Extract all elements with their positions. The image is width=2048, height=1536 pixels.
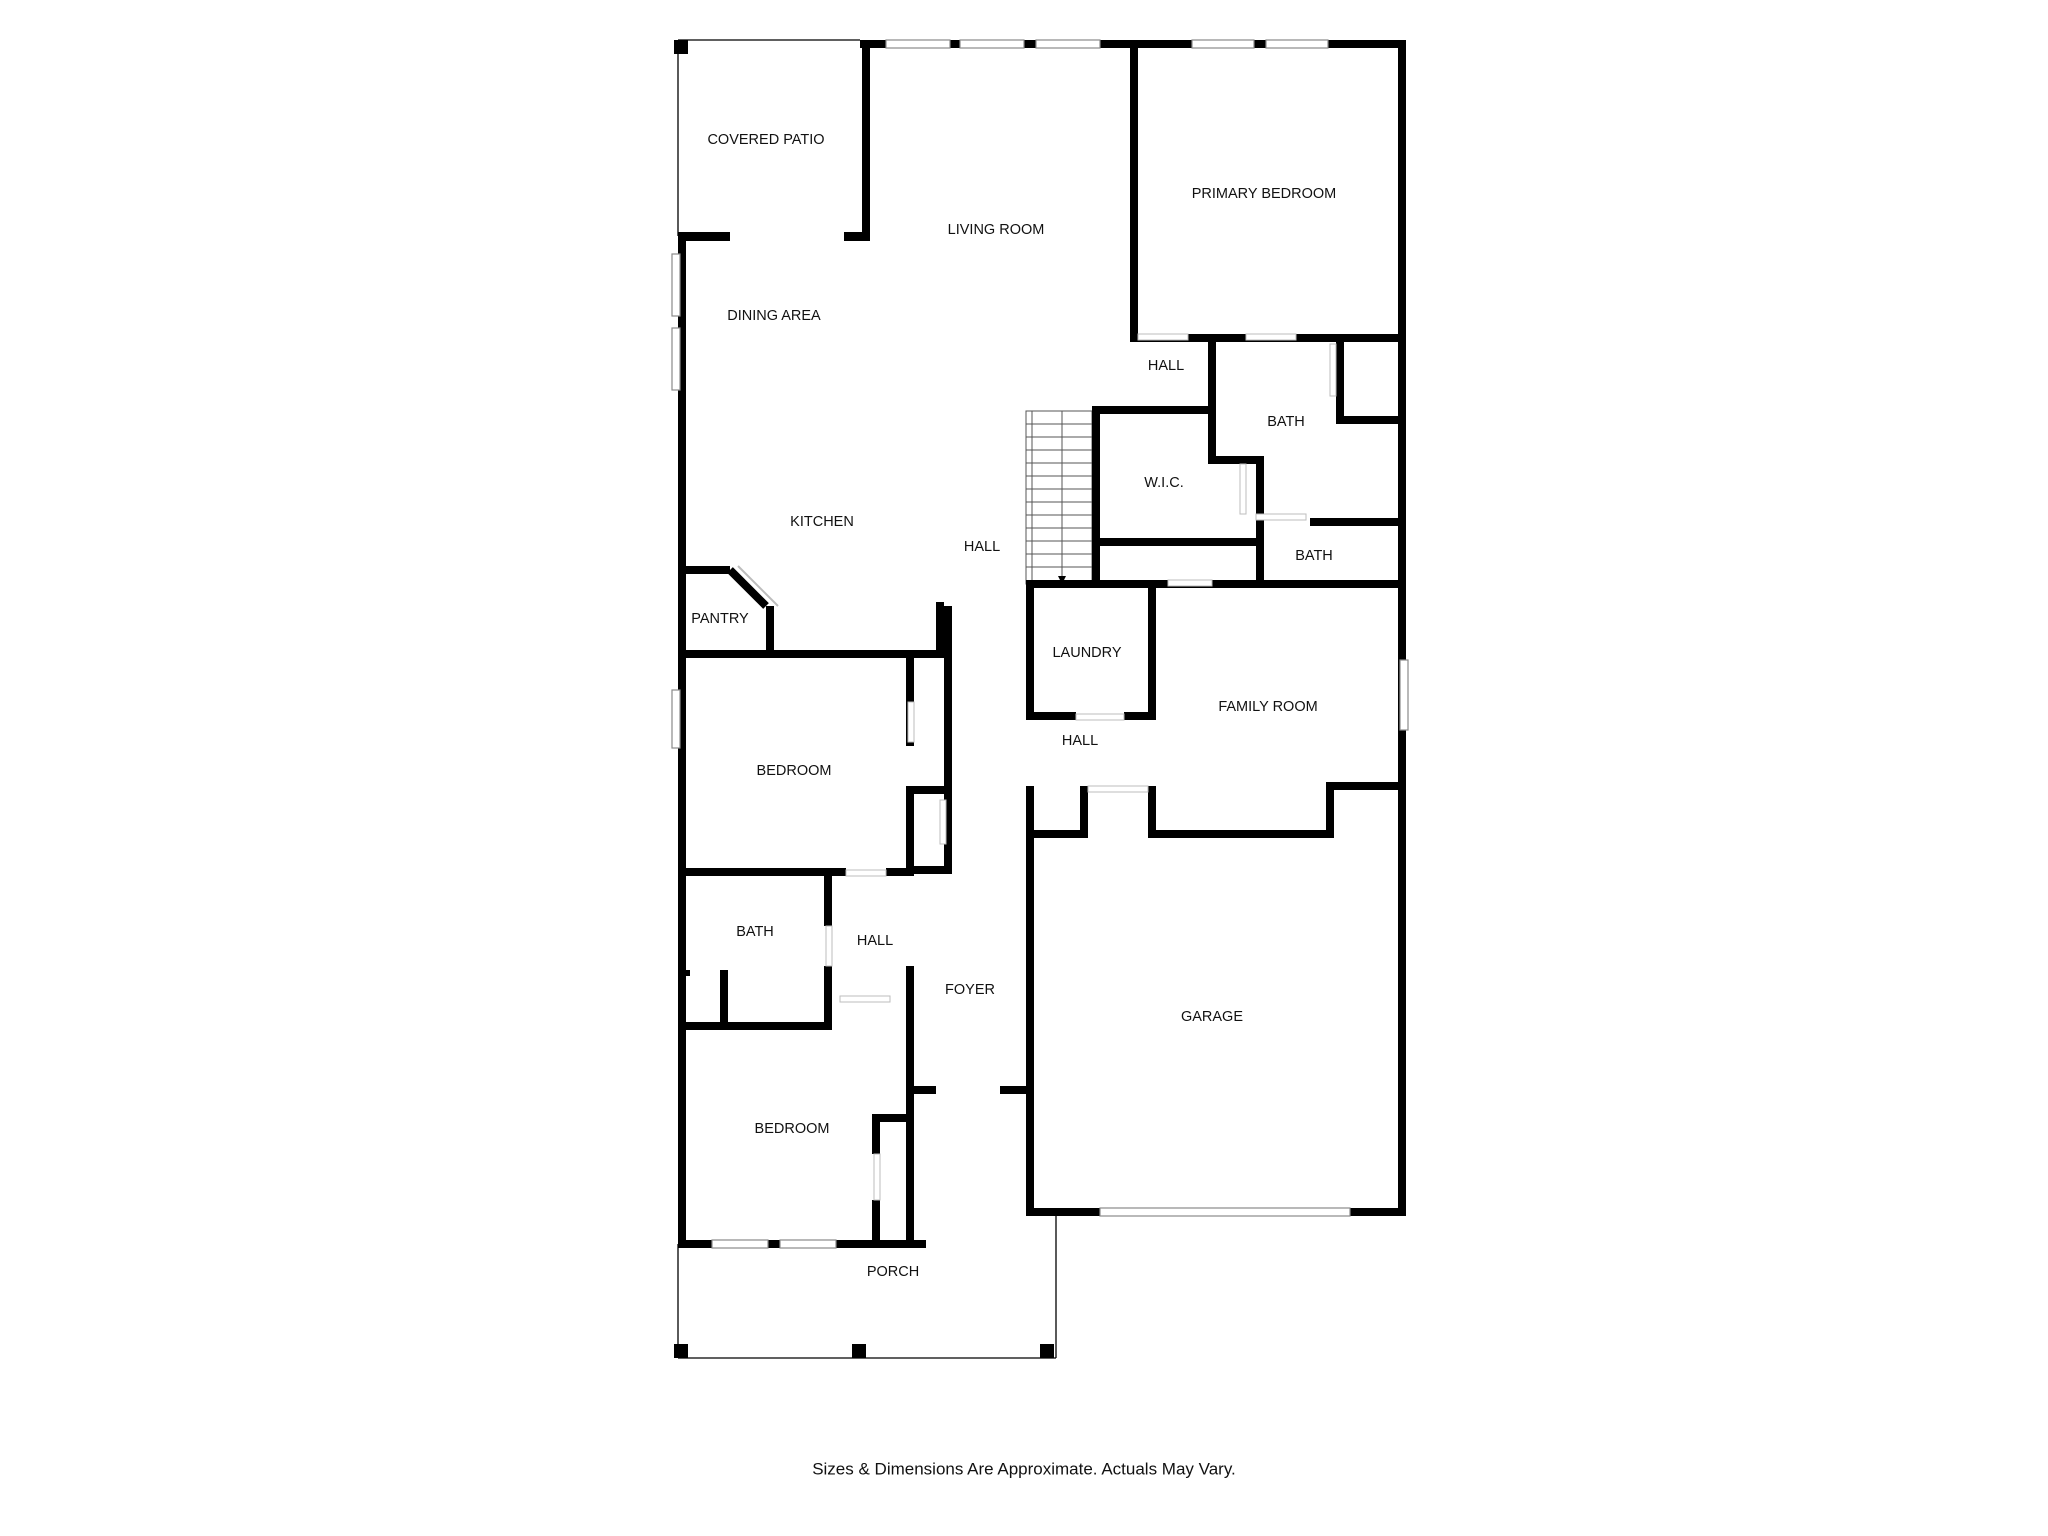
label-foyer: FOYER: [945, 982, 995, 998]
label-hall-bedrooms: HALL: [857, 933, 893, 949]
label-hall-upper: HALL: [1148, 358, 1184, 374]
posts: [674, 40, 1054, 1358]
label-hall-laundry: HALL: [1062, 733, 1098, 749]
staircase: [1025, 410, 1093, 585]
label-hall-center: HALL: [964, 539, 1000, 555]
label-bath-primary: BATH: [1267, 414, 1305, 430]
label-family-room: FAMILY ROOM: [1218, 699, 1317, 715]
room-labels: COVERED PATIO LIVING ROOM PRIMARY BEDROO…: [691, 132, 1336, 1280]
label-pantry: PANTRY: [691, 611, 749, 627]
label-wic: W.I.C.: [1144, 475, 1183, 491]
label-bath-hall: BATH: [736, 924, 774, 940]
door-openings: [825, 333, 1337, 1201]
label-bath-small: BATH: [1295, 548, 1333, 564]
label-covered-patio: COVERED PATIO: [707, 132, 824, 148]
label-primary-bedroom: PRIMARY BEDROOM: [1192, 186, 1337, 202]
label-laundry: LAUNDRY: [1052, 645, 1121, 661]
windows: [671, 39, 1409, 1249]
label-porch: PORCH: [867, 1264, 919, 1280]
label-kitchen: KITCHEN: [790, 514, 854, 530]
disclaimer-text: Sizes & Dimensions Are Approximate. Actu…: [812, 1459, 1236, 1478]
label-garage: GARAGE: [1181, 1009, 1243, 1025]
pantry-door: [727, 565, 779, 609]
thin-outlines: [677, 39, 1057, 1359]
label-living-room: LIVING ROOM: [948, 222, 1045, 238]
label-bedroom-1: BEDROOM: [757, 763, 832, 779]
label-bedroom-2: BEDROOM: [755, 1121, 830, 1137]
label-dining-area: DINING AREA: [727, 308, 821, 324]
